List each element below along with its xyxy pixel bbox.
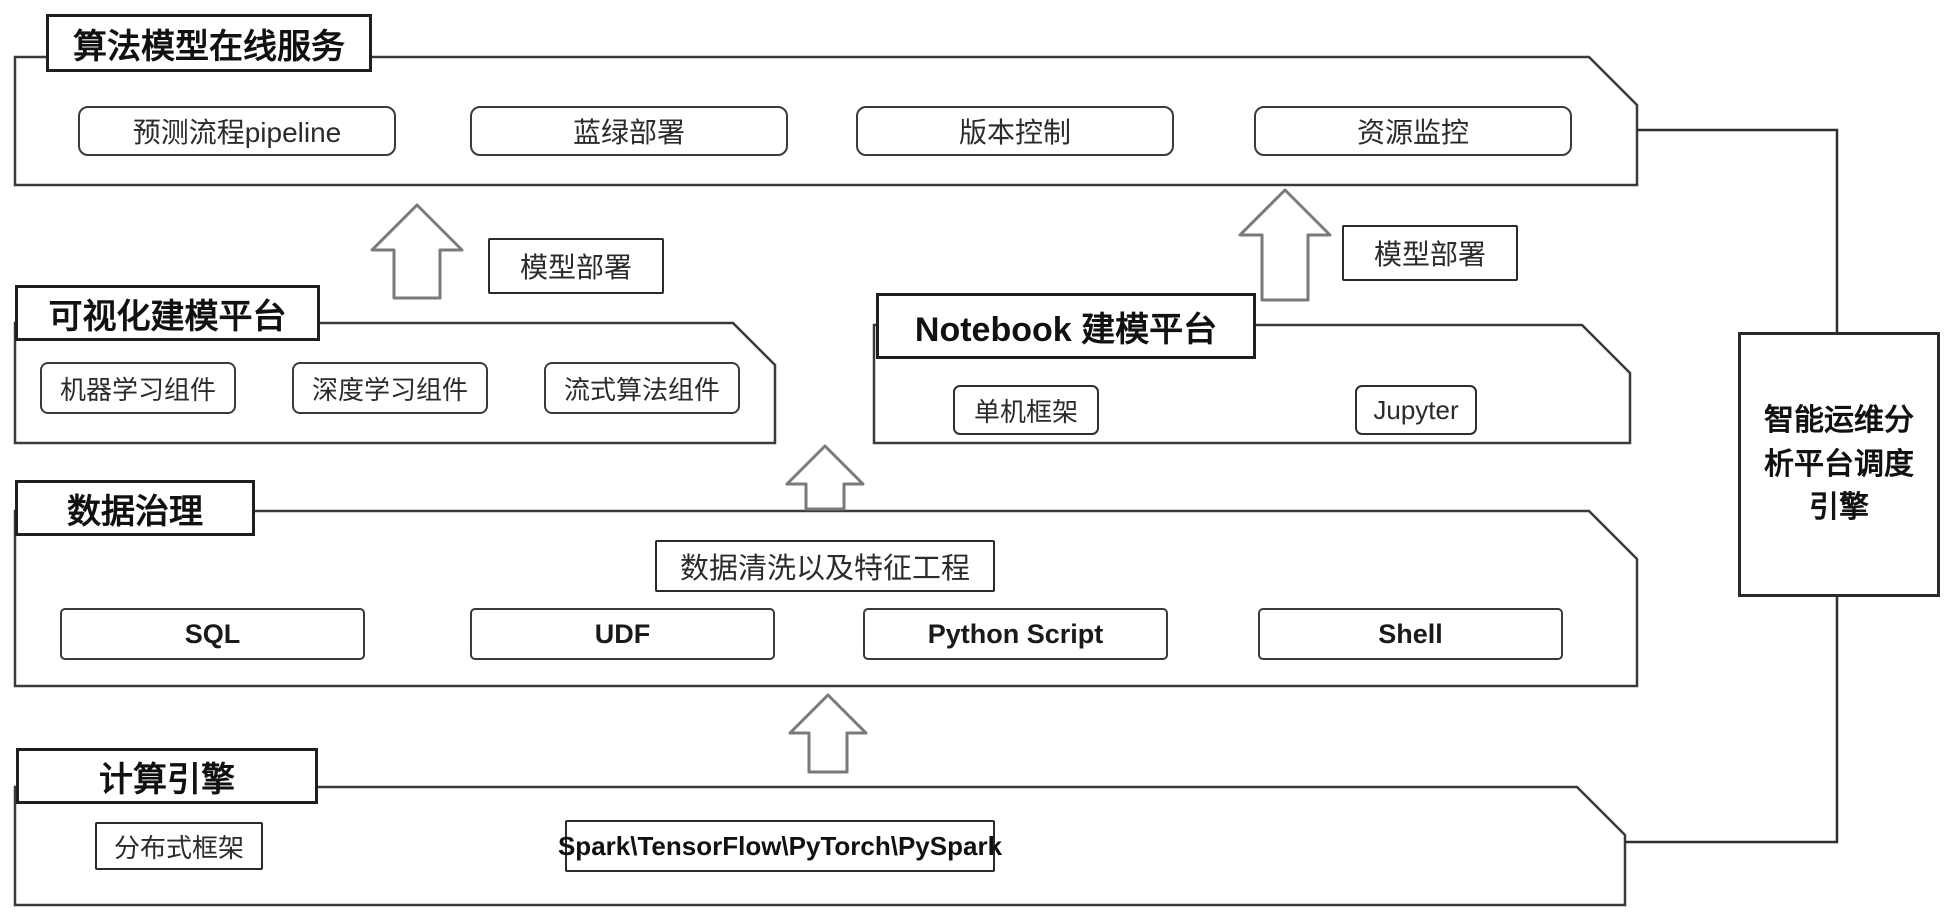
- item-jupyter: Jupyter: [1355, 385, 1477, 435]
- notebook-platform-title: Notebook 建模平台: [876, 293, 1256, 359]
- data-governance-title: 数据治理: [15, 480, 255, 536]
- up-arrow-compute-to-data-icon: [788, 693, 868, 774]
- distributed-framework-label: 分布式框架: [95, 822, 263, 870]
- up-arrow-deploy-left-icon: [370, 203, 464, 300]
- item-streaming-algorithm-components: 流式算法组件: [544, 362, 740, 414]
- item-blue-green-deploy: 蓝绿部署: [470, 106, 788, 156]
- item-udf: UDF: [470, 608, 775, 660]
- item-shell: Shell: [1258, 608, 1563, 660]
- item-predict-pipeline: 预测流程pipeline: [78, 106, 396, 156]
- online-service-container: [13, 55, 1639, 187]
- compute-engine-container: [13, 785, 1627, 907]
- frameworks-label: Spark\TensorFlow\PyTorch\PySpark: [558, 820, 1002, 872]
- notebook-container: [872, 323, 1632, 445]
- item-version-control: 版本控制: [856, 106, 1174, 156]
- visual-modeling-container: [13, 321, 777, 445]
- model-deploy-label-right: 模型部署: [1342, 225, 1518, 281]
- item-python-script: Python Script: [863, 608, 1168, 660]
- data-cleaning-feature-label: 数据清洗以及特征工程: [655, 540, 995, 592]
- visual-modeling-title: 可视化建模平台: [15, 285, 320, 341]
- online-service-title: 算法模型在线服务: [46, 14, 372, 72]
- aiops-scheduling-engine-box: 智能运维分析平台调度引擎: [1738, 332, 1940, 597]
- item-deep-learning-components: 深度学习组件: [292, 362, 488, 414]
- model-deploy-label-left: 模型部署: [488, 238, 664, 294]
- up-arrow-deploy-right-icon: [1238, 188, 1332, 302]
- item-sql: SQL: [60, 608, 365, 660]
- connector-engine-to-compute: [1625, 597, 1839, 844]
- connector-top-to-engine: [1637, 128, 1839, 332]
- data-governance-container: [13, 509, 1639, 688]
- up-arrow-data-to-modeling-icon: [785, 444, 865, 511]
- item-resource-monitor: 资源监控: [1254, 106, 1572, 156]
- compute-engine-title: 计算引擎: [16, 748, 318, 804]
- item-machine-learning-components: 机器学习组件: [40, 362, 236, 414]
- item-standalone-framework: 单机框架: [953, 385, 1099, 435]
